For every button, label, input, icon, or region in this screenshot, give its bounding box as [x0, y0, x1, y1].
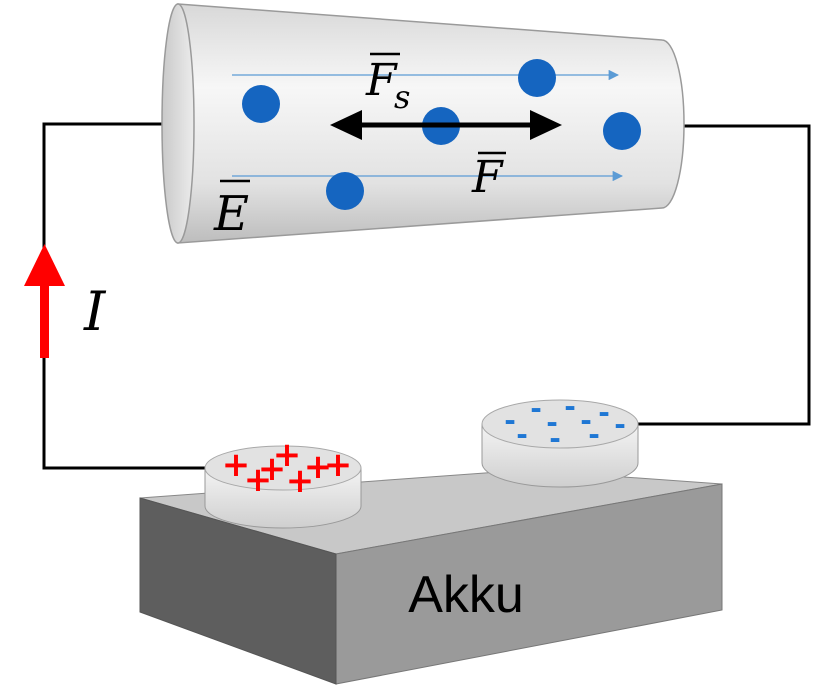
negative-terminal — [481, 399, 639, 488]
negative-charge: - — [546, 406, 558, 439]
positive-charge: + — [273, 435, 302, 475]
positive-charge: + — [244, 460, 273, 500]
force-spring-subscript: s — [394, 78, 410, 116]
negative-charge: - — [504, 404, 516, 437]
tube-end-cap — [161, 3, 195, 244]
negative-charge: - — [549, 422, 561, 455]
electron — [603, 112, 641, 150]
positive-charge: + — [258, 449, 287, 489]
negative-charge: - — [564, 390, 576, 423]
field-symbol: E — [213, 186, 249, 242]
force-spring-symbol: F — [365, 55, 398, 106]
positive-charge: + — [222, 445, 251, 485]
negative-charge: - — [580, 404, 592, 437]
positive-charge: + — [286, 461, 315, 501]
force-label: F — [471, 151, 506, 203]
negative-charge: - — [516, 418, 528, 451]
negative-charge: - — [530, 392, 542, 425]
negative-charges: - - - - - - - - - - — [504, 390, 626, 455]
negative-charge: - — [598, 396, 610, 429]
electron — [518, 59, 556, 97]
force-symbol: F — [471, 152, 504, 203]
force-spring-label: F s — [365, 52, 410, 116]
electrons — [242, 59, 641, 210]
wire-right — [624, 124, 811, 426]
positive-charge: + — [324, 445, 353, 485]
current-label: I — [83, 280, 107, 343]
double-headed-arrow-icon — [330, 110, 562, 140]
electron — [242, 85, 280, 123]
positive-charges: + + + + + + + — [222, 435, 353, 501]
electron — [326, 172, 364, 210]
battery-left-face — [139, 497, 337, 685]
positive-charge: + — [304, 447, 333, 487]
negative-charge: - — [588, 418, 600, 451]
battery-label: Akku — [408, 566, 524, 624]
positive-terminal — [204, 445, 362, 529]
field-label: E — [213, 179, 250, 242]
up-arrow-icon — [24, 244, 65, 358]
negative-charge: - — [614, 408, 626, 441]
